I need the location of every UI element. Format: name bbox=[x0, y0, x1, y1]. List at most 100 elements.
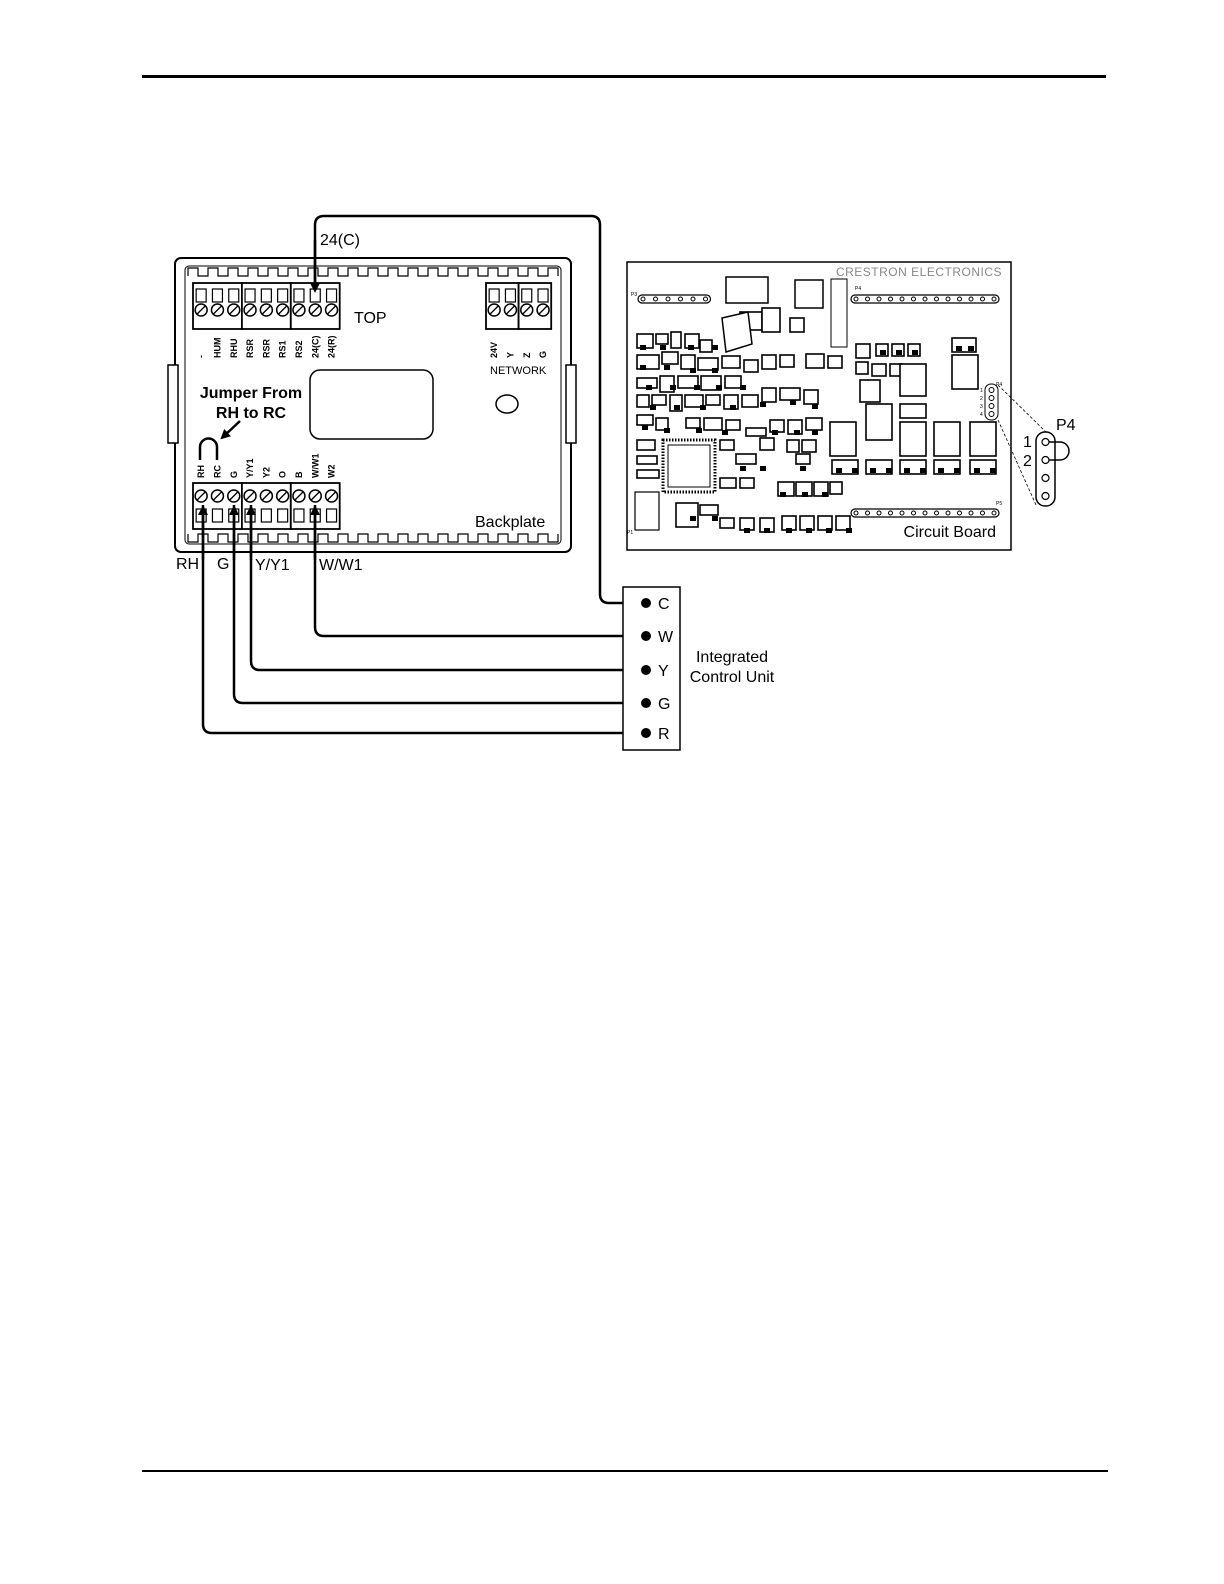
circuit-board: CRESTRON ELECTRONICS Circuit Board P3 P4… bbox=[627, 262, 1011, 550]
smd-pad bbox=[938, 468, 944, 473]
board-component bbox=[676, 503, 698, 527]
p4-pin2-label: 2 bbox=[1023, 453, 1032, 470]
board-component bbox=[742, 395, 758, 407]
smd-pad bbox=[760, 402, 766, 407]
board-component bbox=[836, 516, 850, 530]
smd-pad bbox=[880, 350, 886, 355]
terminal-dot-w bbox=[641, 631, 651, 641]
board-component bbox=[704, 418, 722, 430]
terminal-dot-c bbox=[641, 598, 651, 608]
board-component bbox=[760, 438, 774, 450]
bottom-pin-label: RC bbox=[212, 465, 222, 478]
smd-pad bbox=[730, 405, 736, 410]
smd-pad bbox=[640, 345, 646, 350]
connector-p1 bbox=[635, 492, 659, 530]
board-component bbox=[700, 340, 712, 352]
board-component bbox=[725, 376, 741, 388]
jumper-label-line1: Jumper From bbox=[200, 385, 302, 402]
integrated-control-unit: C W Y G R bbox=[623, 587, 680, 750]
bottom-pin-label: RH bbox=[196, 465, 206, 478]
p4-pin1-label: 1 bbox=[1023, 434, 1032, 451]
top-terminal-block bbox=[193, 283, 340, 329]
smd-pad bbox=[712, 345, 718, 350]
top-terminal-slot bbox=[212, 289, 222, 302]
bottom-pin-label: W/W1 bbox=[310, 454, 320, 479]
terminal-label-w: W bbox=[658, 629, 674, 646]
p4-small-pin4: 4 bbox=[980, 412, 983, 418]
bottom-pin-label: Y/Y1 bbox=[245, 458, 255, 478]
top-pin-label: RS2 bbox=[294, 340, 304, 358]
top-pin-label: RS1 bbox=[278, 340, 288, 358]
board-component bbox=[762, 388, 776, 402]
smd-pad bbox=[694, 385, 700, 390]
board-component bbox=[802, 440, 816, 452]
board-component bbox=[686, 418, 700, 428]
terminal-dot-g bbox=[641, 698, 651, 708]
board-component bbox=[804, 390, 818, 404]
smd-pad bbox=[642, 425, 648, 430]
board-component bbox=[726, 420, 740, 430]
pin-header bbox=[638, 295, 711, 303]
board-component bbox=[828, 356, 842, 368]
network-terminal-slot bbox=[505, 289, 515, 302]
bottom-terminal-block bbox=[193, 483, 340, 529]
network-terminal-slot bbox=[489, 289, 499, 302]
board-component bbox=[790, 318, 804, 332]
p4-callout-label: P4 bbox=[1056, 417, 1076, 434]
bottom-terminal-slot bbox=[212, 509, 222, 522]
smd-pad bbox=[660, 345, 666, 350]
pin-header bbox=[851, 295, 999, 303]
board-component bbox=[900, 404, 926, 418]
header-label-p4: P4 bbox=[855, 286, 861, 292]
inductor bbox=[722, 312, 752, 352]
wire-label-y: Y/Y1 bbox=[255, 557, 290, 574]
smd-pad bbox=[744, 528, 750, 533]
board-component bbox=[780, 355, 794, 367]
backplate: -HUMRHURSRRSRRS1RS224(C)24(R) 24VYZG RHR… bbox=[168, 258, 576, 552]
top-terminal-slot bbox=[278, 289, 288, 302]
board-component bbox=[740, 478, 754, 488]
smd-pad bbox=[646, 385, 652, 390]
smd-pad bbox=[690, 516, 696, 521]
smd-pad bbox=[740, 466, 746, 471]
smd-pad bbox=[790, 400, 796, 405]
bottom-terminal-slot bbox=[196, 509, 206, 522]
top-label: TOP bbox=[354, 310, 387, 327]
backplate-label: Backplate bbox=[475, 514, 545, 531]
top-terminal-slot bbox=[310, 289, 320, 302]
board-component bbox=[637, 470, 659, 478]
smd-pad bbox=[794, 430, 800, 435]
smd-pad bbox=[712, 368, 718, 373]
control-unit-label-line2: Control Unit bbox=[690, 669, 775, 686]
smd-pad bbox=[806, 528, 812, 533]
board-component bbox=[900, 422, 926, 456]
board-component bbox=[706, 395, 720, 405]
terminal-dot-r bbox=[641, 728, 651, 738]
board-component bbox=[762, 308, 780, 332]
board-component bbox=[830, 482, 842, 494]
terminal-label-c: C bbox=[658, 596, 670, 613]
smd-pad bbox=[826, 528, 832, 533]
board-component bbox=[830, 422, 856, 456]
smd-pad bbox=[968, 346, 974, 351]
smd-pad bbox=[772, 430, 778, 435]
smd-pad bbox=[904, 468, 910, 473]
smd-pad bbox=[896, 350, 902, 355]
microcontroller-chip bbox=[663, 440, 715, 492]
network-terminal-block bbox=[486, 283, 551, 329]
board-component bbox=[700, 505, 718, 515]
bottom-pin-label: B bbox=[294, 471, 304, 478]
smd-pad bbox=[956, 346, 962, 351]
bottom-pin-label: G bbox=[229, 471, 239, 478]
board-component bbox=[856, 362, 868, 374]
display-window bbox=[310, 370, 433, 439]
top-terminal-slot bbox=[196, 289, 206, 302]
board-component bbox=[720, 440, 734, 450]
p4-small-pin1: 1 bbox=[980, 388, 983, 394]
board-component bbox=[746, 428, 766, 436]
board-component bbox=[782, 516, 796, 530]
top-pin-label: HUM bbox=[212, 338, 222, 359]
network-pin-label: Y bbox=[505, 352, 515, 358]
capacitor bbox=[726, 277, 768, 303]
